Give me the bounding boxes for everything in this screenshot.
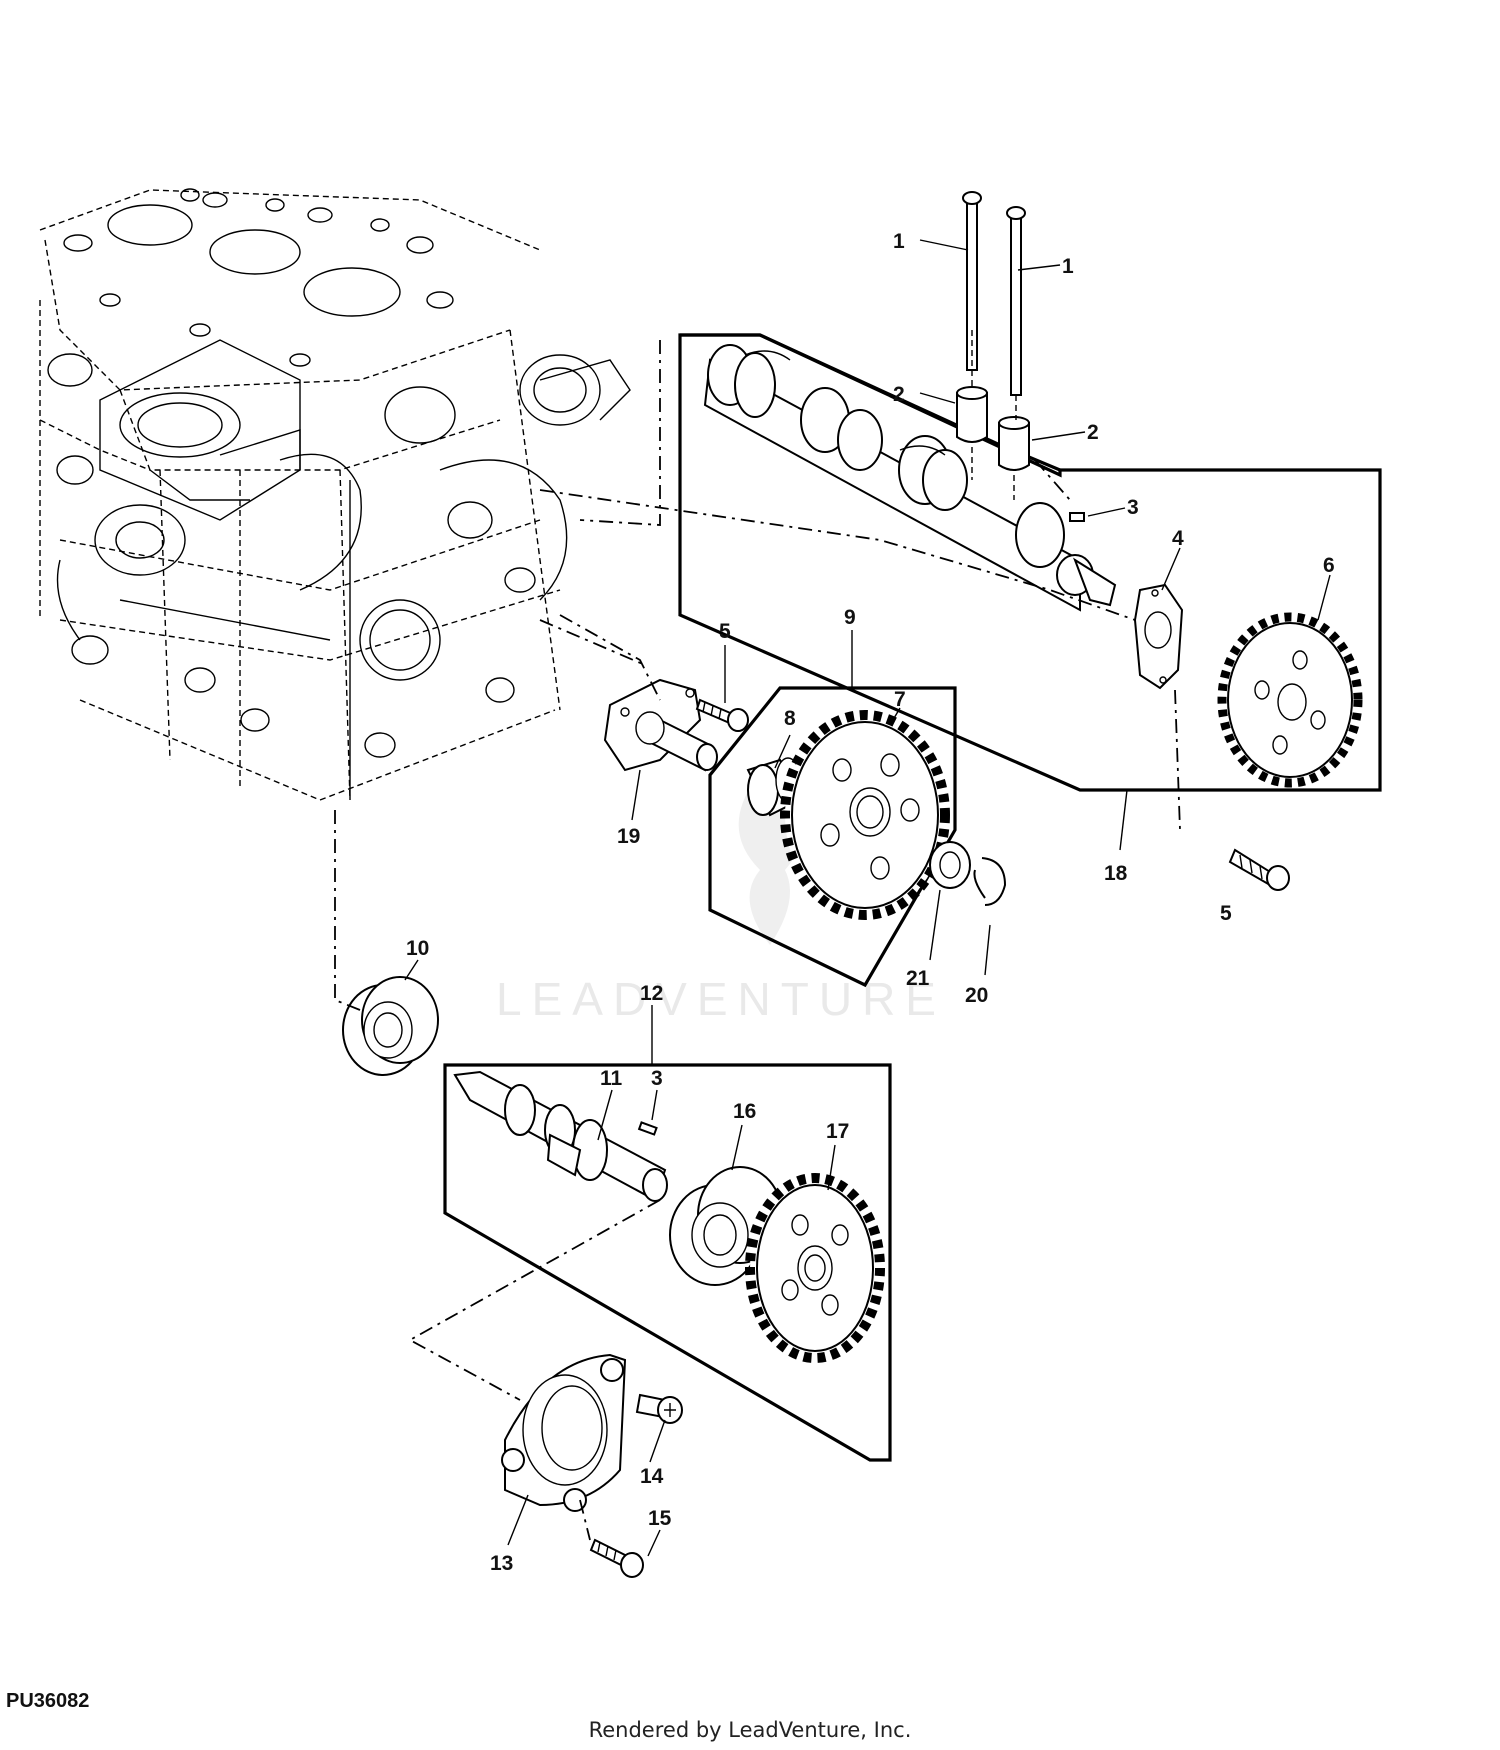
bolt-15 <box>589 1538 644 1578</box>
center-lines <box>334 340 1136 1541</box>
callout-2b: 2 <box>1087 421 1099 444</box>
screw-14 <box>635 1393 683 1424</box>
shaft <box>453 1070 668 1202</box>
callout-3b: 3 <box>651 1067 663 1090</box>
idler-gear <box>780 710 950 920</box>
watermark-text: LEADVENTURE <box>496 973 946 1025</box>
idler-shaft <box>603 678 718 772</box>
callout-7: 7 <box>894 688 906 711</box>
rendered-by-footer: Rendered by LeadVenture, Inc. <box>588 1718 912 1742</box>
callout-20: 20 <box>965 984 988 1007</box>
leader-lines <box>404 239 1331 1557</box>
callout-11: 11 <box>600 1067 623 1090</box>
bolt-5-upper <box>695 698 749 732</box>
thrust-plate <box>1133 583 1184 690</box>
callout-6: 6 <box>1323 554 1335 577</box>
camshaft <box>703 344 1117 612</box>
idler-gear-group <box>603 678 1007 988</box>
bearing-holder <box>501 1353 627 1512</box>
callout-14: 14 <box>640 1465 664 1488</box>
box-9 <box>708 686 957 988</box>
callouts: 1 1 2 2 3 4 5 6 9 7 8 19 18 5 21 20 10 1… <box>406 230 1335 1575</box>
camshaft-gear <box>1217 612 1363 788</box>
callout-1b: 1 <box>1062 255 1074 278</box>
camshaft-key <box>1069 512 1085 522</box>
callout-19: 19 <box>617 825 640 848</box>
camshaft-group <box>678 191 1382 891</box>
diagram-id: PU36082 <box>6 1690 90 1712</box>
shaft-group <box>443 1063 892 1462</box>
engine-block <box>39 188 631 801</box>
callout-10: 10 <box>406 937 429 960</box>
callout-17: 17 <box>826 1120 849 1143</box>
callout-15: 15 <box>648 1507 672 1530</box>
callout-5b: 5 <box>1220 902 1232 925</box>
tappets <box>956 330 1030 500</box>
callout-12: 12 <box>640 982 663 1005</box>
snap-ring <box>973 857 1007 906</box>
callout-16: 16 <box>733 1100 756 1123</box>
callout-4: 4 <box>1172 527 1184 550</box>
washer <box>929 841 971 889</box>
callout-2a: 2 <box>893 383 905 406</box>
callout-1a: 1 <box>893 230 905 253</box>
callout-18: 18 <box>1104 862 1128 885</box>
box-12 <box>443 1063 892 1462</box>
callout-9: 9 <box>844 606 856 629</box>
callout-8: 8 <box>784 707 796 730</box>
bearing-10 <box>342 976 439 1076</box>
shaft-key <box>637 1121 658 1136</box>
callout-21: 21 <box>906 967 930 990</box>
shaft-gear <box>745 1173 885 1363</box>
callout-13: 13 <box>490 1552 513 1575</box>
callout-3a: 3 <box>1127 496 1139 519</box>
bolt-5-lower <box>1174 689 1290 891</box>
callout-5a: 5 <box>719 620 731 643</box>
